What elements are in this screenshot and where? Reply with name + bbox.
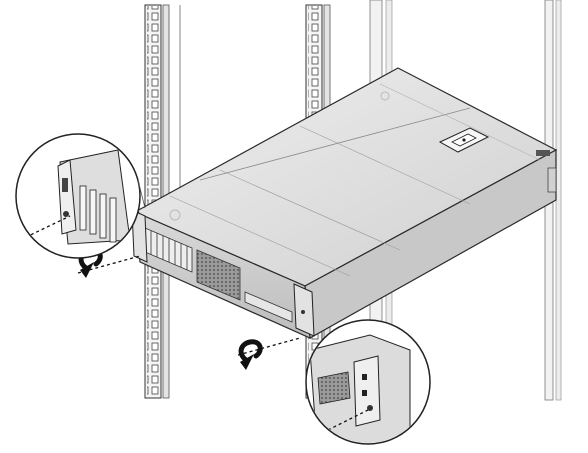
- screw-icon: [367, 405, 373, 411]
- rotation-arrow-right-icon: [238, 339, 263, 370]
- screw-icon: [63, 211, 69, 217]
- optical-drive-slot: [244, 291, 293, 323]
- callout-right-magnifier: [305, 319, 431, 445]
- front-vent-grill: [196, 249, 241, 301]
- guide-line-right-screw: [237, 337, 301, 356]
- server-chassis: [131, 67, 558, 339]
- drive-bays: [144, 227, 193, 273]
- guide-line-left-screw: [77, 255, 141, 274]
- callout-left-magnifier: [15, 133, 141, 259]
- top-cover-latch-icon: [438, 127, 490, 153]
- rack-ear-right: [293, 283, 315, 337]
- rack-ear-left: [131, 209, 148, 263]
- rear-handle-icon: [536, 150, 550, 156]
